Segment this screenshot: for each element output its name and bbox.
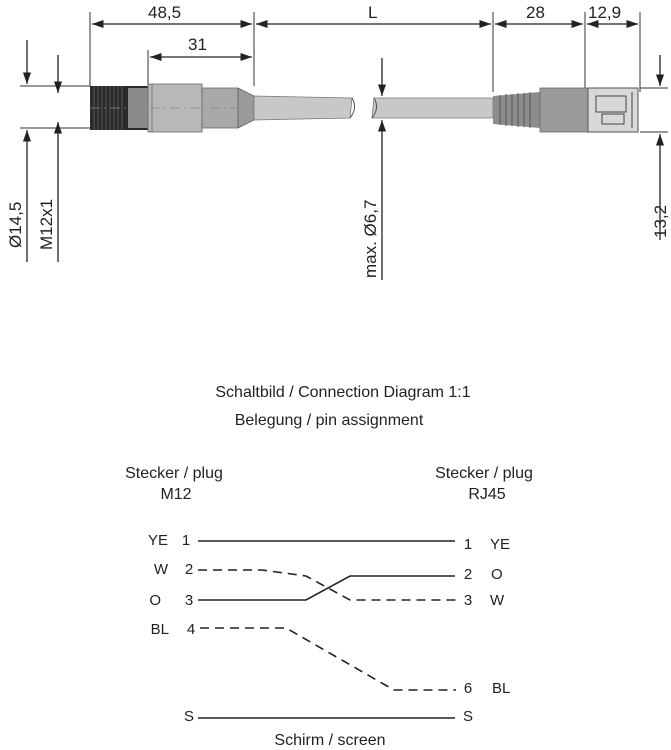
left-pin-3-color: O bbox=[149, 592, 161, 609]
cable bbox=[253, 95, 494, 121]
right-pin-3-color: W bbox=[490, 592, 505, 609]
wire-w-2-3 bbox=[198, 569, 456, 601]
dim-31: 31 bbox=[188, 35, 207, 54]
dim-thread-m12: M12x1 bbox=[37, 199, 56, 250]
left-pin-1-color: YE bbox=[148, 532, 168, 549]
dim-diameter-14-5: Ø14,5 bbox=[6, 202, 25, 248]
dim-28: 28 bbox=[526, 3, 545, 22]
right-pin-6-color: BL bbox=[492, 680, 510, 697]
right-pin-2-color: O bbox=[491, 566, 503, 583]
dim-cable-diameter: max. Ø6,7 bbox=[361, 200, 380, 278]
connection-diagram: Schaltbild / Connection Diagram 1:1 Bele… bbox=[125, 384, 533, 749]
right-pin-shield: S bbox=[463, 708, 473, 725]
right-connector-type: RJ45 bbox=[468, 486, 505, 503]
wire-o-3-2 bbox=[198, 575, 455, 601]
right-pin-1-color: YE bbox=[490, 536, 510, 553]
left-pin-4-number: 4 bbox=[187, 621, 195, 638]
dim-L: L bbox=[368, 3, 377, 22]
left-connector-type: M12 bbox=[160, 486, 191, 503]
left-pin-1-number: 1 bbox=[182, 532, 190, 549]
left-pin-shield: S bbox=[184, 708, 194, 725]
diagram-title: Schaltbild / Connection Diagram 1:1 bbox=[215, 384, 470, 401]
right-pin-1-number: 1 bbox=[464, 536, 472, 553]
wire-bl-4-6 bbox=[200, 627, 456, 691]
dim-12-9: 12,9 bbox=[588, 3, 621, 22]
dim-48-5: 48,5 bbox=[148, 3, 181, 22]
cable-drawing: 48,5 L 28 12,9 31 Ø14,5 M12x1 bbox=[6, 3, 670, 280]
left-pin-2-color: W bbox=[154, 561, 169, 578]
right-pin-3-number: 3 bbox=[464, 592, 472, 609]
left-pin-2-number: 2 bbox=[185, 561, 193, 578]
left-pin-4-color: BL bbox=[151, 621, 169, 638]
left-pin-3-number: 3 bbox=[185, 592, 193, 609]
diagram-subtitle: Belegung / pin assignment bbox=[235, 412, 424, 429]
right-pin-6-number: 6 bbox=[464, 680, 472, 697]
left-connector-label: Stecker / plug bbox=[125, 465, 223, 482]
rj45-connector bbox=[493, 87, 639, 133]
right-pin-2-number: 2 bbox=[464, 566, 472, 583]
m12-connector bbox=[90, 83, 255, 133]
shield-label: Schirm / screen bbox=[274, 732, 385, 749]
right-connector-label: Stecker / plug bbox=[435, 465, 533, 482]
dim-height-13-2: 13,2 bbox=[651, 205, 670, 238]
